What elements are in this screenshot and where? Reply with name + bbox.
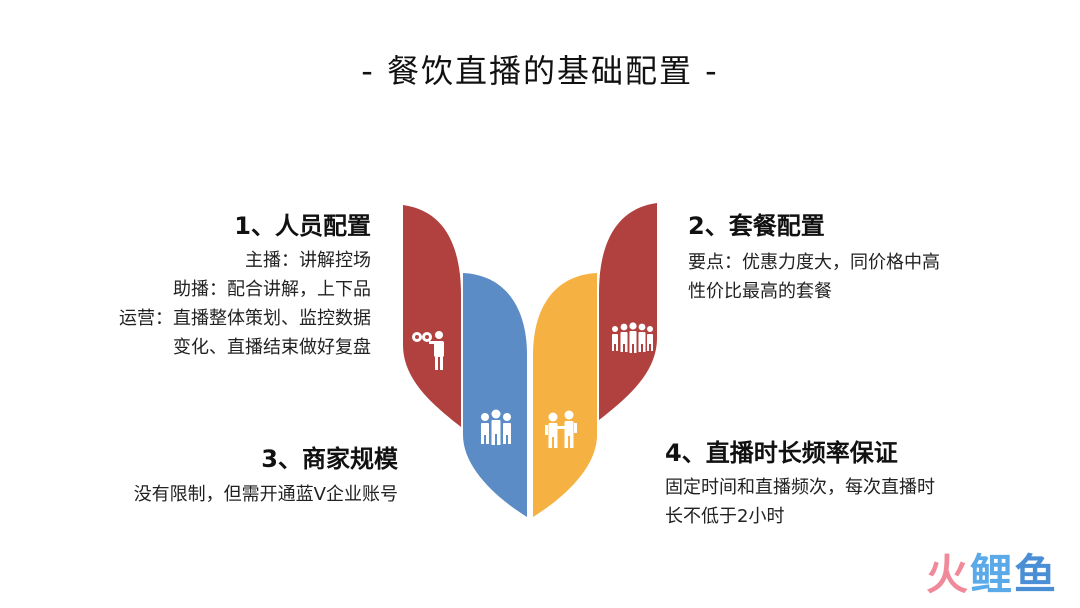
section-2-text: 要点：优惠力度大，同价格中高 性价比最高的套餐: [688, 248, 940, 306]
blue-petal: [463, 273, 527, 517]
watermark-part-2: 鲤: [969, 550, 1014, 599]
section-3-heading: 3、商家规模: [261, 445, 398, 473]
v-shape-graphic: [403, 203, 657, 517]
section-3-text: 没有限制，但需开通蓝V企业账号: [134, 480, 398, 509]
red-left-petal: [403, 205, 461, 427]
section-1-line-2: 助播：配合讲解，上下品: [173, 279, 371, 300]
watermark-part-3: 鱼: [1013, 550, 1058, 599]
section-1-line-3: 运营：直播整体策划、监控数据: [119, 308, 371, 329]
section-1-line-1: 主播：讲解控场: [245, 250, 371, 271]
section-2-heading: 2、套餐配置: [688, 212, 825, 240]
yellow-petal: [533, 273, 597, 517]
section-2-line-1: 要点：优惠力度大，同价格中高: [688, 252, 940, 273]
group-people-icon: [612, 322, 653, 353]
watermark-logo: 火鲤鱼: [926, 541, 1058, 602]
section-2-line-2: 性价比最高的套餐: [688, 281, 832, 302]
section-4-line-2: 长不低于2小时: [665, 506, 785, 527]
red-right-petal: [599, 203, 657, 420]
couple-icon: [545, 410, 577, 448]
section-3-line-1: 没有限制，但需开通蓝V企业账号: [133, 484, 398, 505]
section-4-line-1: 固定时间和直播频次，每次直播时: [665, 477, 935, 498]
binoculars-person-icon: [412, 331, 444, 370]
section-1-heading: 1、人员配置: [234, 212, 371, 240]
section-4-heading: 4、直播时长频率保证: [665, 439, 898, 467]
section-4-text: 固定时间和直播频次，每次直播时 长不低于2小时: [665, 473, 935, 531]
section-1-text: 主播：讲解控场 助播：配合讲解，上下品 运营：直播整体策划、监控数据 变化、直播…: [119, 246, 371, 362]
team-icon: [481, 409, 511, 445]
page-title: - 餐饮直播的基础配置 -: [361, 52, 719, 90]
section-1-line-4: 变化、直播结束做好复盘: [173, 337, 371, 358]
watermark-part-1: 火: [925, 550, 970, 599]
